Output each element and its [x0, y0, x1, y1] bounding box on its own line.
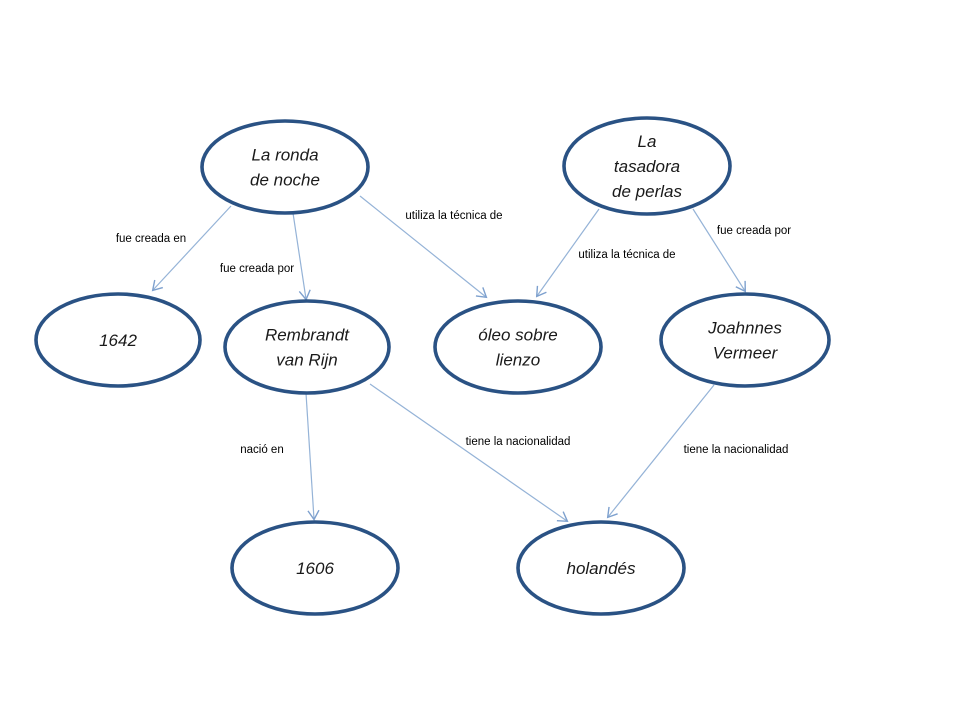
node-y1606: 1606 — [230, 520, 400, 616]
node-y1642: 1642 — [34, 292, 202, 388]
node-label-tasadora: de perlas — [612, 182, 682, 201]
node-rembrandt: Rembrandt van Rijn — [223, 299, 391, 395]
node-ellipse-oleo — [433, 299, 603, 395]
node-label-y1642: 1642 — [99, 331, 137, 350]
node-label-tasadora: tasadora — [614, 157, 680, 176]
node-tasadora: La tasadora de perlas — [562, 116, 732, 216]
edge-tasadora-oleo — [535, 208, 600, 298]
edge-label-tasadora-oleo: utiliza la técnica de — [578, 249, 675, 261]
edge-label-tasadora-vermeer: fue creada por — [717, 225, 791, 237]
node-label-vermeer: Joahnnes — [707, 319, 782, 338]
node-ellipse-vermeer — [659, 292, 831, 388]
node-label-holandes: holandés — [566, 559, 636, 578]
node-label-rembrandt: van Rijn — [276, 351, 337, 370]
node-label-y1606: 1606 — [296, 559, 334, 578]
edge-ronda-rembrandt — [292, 212, 311, 301]
edge-label-vermeer-holandes: tiene la nacionalidad — [684, 444, 789, 456]
node-ronda: La ronda de noche — [200, 119, 370, 215]
edge-label-rembrandt-y1606: nació en — [240, 444, 283, 456]
node-ellipse-holandes — [516, 520, 686, 616]
node-holandes: holandés — [516, 520, 686, 616]
nodes-layer: La ronda de noche La tasadora de perlas 1642 R… — [34, 116, 831, 616]
edge-label-ronda-y1642: fue creada en — [116, 233, 186, 245]
node-label-ronda: de noche — [250, 171, 320, 190]
node-label-rembrandt: Rembrandt — [265, 326, 350, 345]
edge-rembrandt-y1606 — [305, 392, 320, 521]
node-label-vermeer: Vermeer — [713, 344, 779, 363]
edge-ronda-oleo — [359, 195, 488, 299]
edge-ronda-y1642 — [151, 205, 232, 292]
edge-label-ronda-oleo: utiliza la técnica de — [405, 210, 502, 222]
edges-layer — [151, 195, 746, 523]
node-ellipse-y1642 — [34, 292, 202, 388]
edge-vermeer-holandes — [606, 384, 715, 519]
edge-rembrandt-holandes — [369, 383, 569, 523]
edge-label-rembrandt-holandes: tiene la nacionalidad — [466, 436, 571, 448]
node-label-oleo: lienzo — [496, 351, 540, 370]
edge-labels-layer: fue creada en fue creada por utiliza la té… — [116, 210, 791, 456]
node-oleo: óleo sobre lienzo — [433, 299, 603, 395]
node-ellipse-tasadora — [562, 116, 732, 216]
node-ellipse-ronda — [200, 119, 370, 215]
node-label-oleo: óleo sobre — [478, 326, 557, 345]
node-label-ronda: La ronda — [251, 146, 318, 165]
edge-tasadora-vermeer — [692, 208, 746, 293]
node-ellipse-rembrandt — [223, 299, 391, 395]
edge-label-ronda-rembrandt: fue creada por — [220, 263, 294, 275]
node-ellipse-y1606 — [230, 520, 400, 616]
node-label-tasadora: La — [638, 132, 657, 151]
